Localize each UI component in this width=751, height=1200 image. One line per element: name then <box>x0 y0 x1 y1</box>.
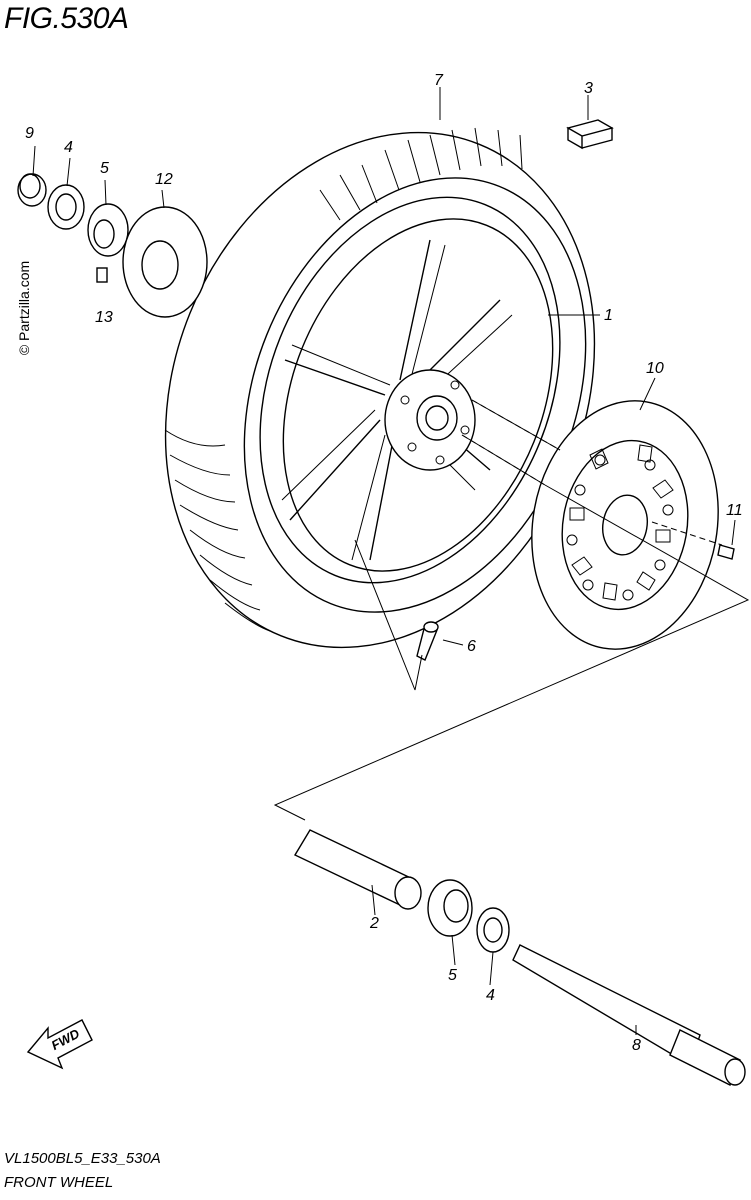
callout-2: 2 <box>369 915 379 932</box>
callout-3: 3 <box>584 80 593 97</box>
balance-weight[interactable] <box>566 119 614 150</box>
callout-9: 9 <box>25 125 34 142</box>
disc-bolt[interactable] <box>717 544 735 560</box>
wheel-rim[interactable] <box>205 152 614 628</box>
callout-5: 5 <box>100 160 109 177</box>
screw[interactable] <box>96 267 108 283</box>
callout-4-lower: 4 <box>486 987 495 1004</box>
axle-spacer[interactable] <box>294 829 422 910</box>
oil-seal-left[interactable] <box>47 184 85 230</box>
callout-13: 13 <box>95 309 113 326</box>
hub-plate[interactable] <box>122 206 208 318</box>
leader-lines <box>32 87 750 1035</box>
callout-11: 11 <box>726 502 743 519</box>
dust-seal[interactable] <box>17 173 47 207</box>
figure-title: FIG.530A <box>4 2 129 35</box>
brake-disc[interactable] <box>513 386 738 664</box>
bearing-left[interactable] <box>87 203 129 257</box>
callout-1: 1 <box>604 307 613 324</box>
callout-5-lower: 5 <box>448 967 457 984</box>
tire-valve[interactable] <box>416 621 439 661</box>
callout-12: 12 <box>155 171 173 188</box>
model-code: VL1500BL5_E33_530A <box>4 1150 161 1167</box>
callout-7: 7 <box>434 72 444 89</box>
callout-6: 6 <box>467 638 476 655</box>
oil-seal-right[interactable] <box>476 907 510 953</box>
callout-8: 8 <box>632 1037 641 1054</box>
front-axle[interactable] <box>512 944 746 1086</box>
fwd-arrow-icon: FWD <box>26 1019 93 1070</box>
diagram-caption: FRONT WHEEL <box>4 1174 114 1191</box>
callout-4: 4 <box>64 139 73 156</box>
callout-10: 10 <box>646 360 664 377</box>
bearing-right[interactable] <box>427 879 473 937</box>
